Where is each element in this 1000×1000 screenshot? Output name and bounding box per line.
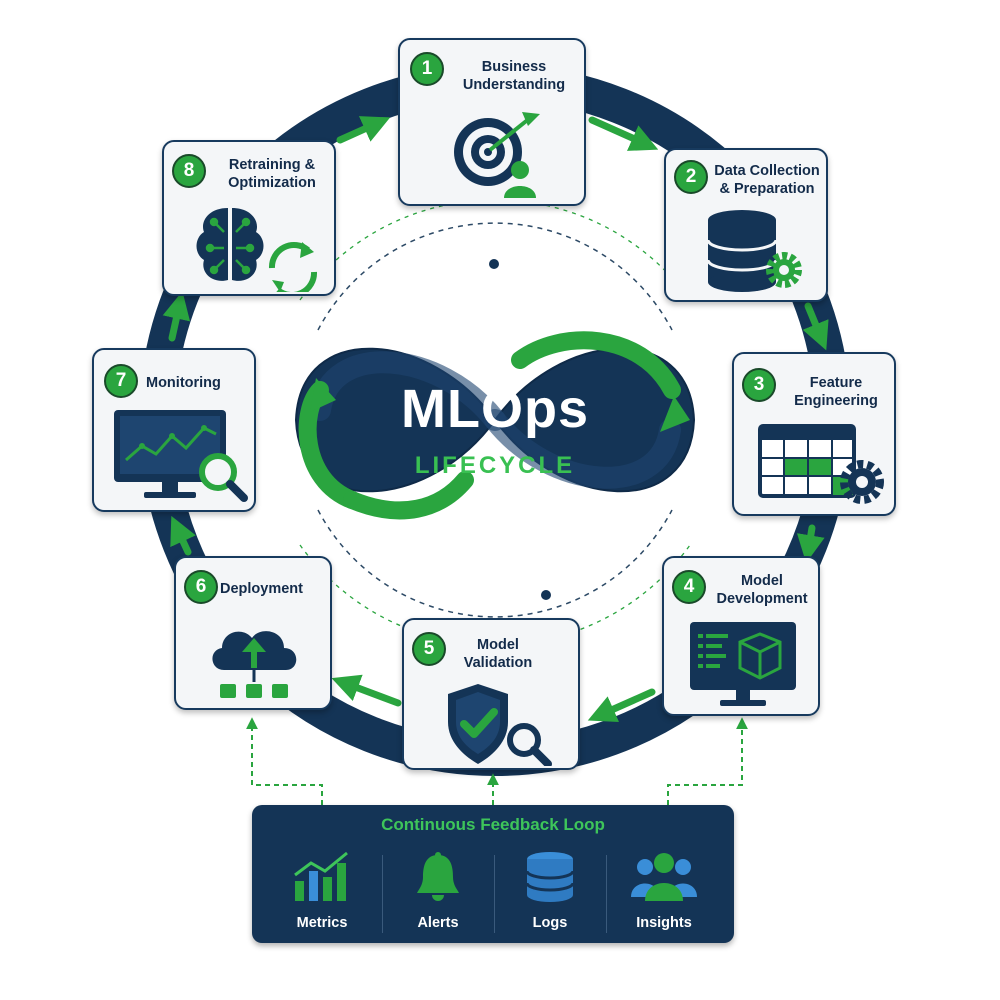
- monitor-cube-icon: [690, 622, 796, 706]
- ring-arrows: [162, 116, 829, 722]
- feedback-connectors: [246, 717, 748, 805]
- step-number-badge: 3: [742, 368, 776, 402]
- center-title: MLOps: [401, 379, 589, 439]
- step-number-badge: 4: [672, 570, 706, 604]
- database-icon: [525, 852, 575, 902]
- feedback-label: Alerts: [417, 915, 459, 931]
- feedback-item-alerts[interactable]: Alerts: [378, 845, 498, 937]
- feedback-label: Metrics: [296, 915, 348, 931]
- infinity-loop: [294, 331, 696, 520]
- feedback-title: Continuous Feedback Loop: [381, 815, 605, 834]
- step-title: Feature Engineering: [794, 375, 878, 409]
- step-number-badge: 2: [674, 160, 708, 194]
- step-title: Monitoring: [146, 375, 221, 391]
- step-card-retraining-optimization[interactable]: 8 Retraining & Optimization: [162, 140, 336, 296]
- feedback-item-insights[interactable]: Insights: [604, 845, 724, 937]
- feedback-item-logs[interactable]: Logs: [490, 845, 610, 937]
- step-title: Model Development: [716, 573, 808, 607]
- step-number-badge: 7: [104, 364, 138, 398]
- step-card-monitoring[interactable]: 7 Monitoring: [92, 348, 256, 512]
- step-title: Retraining & Optimization: [228, 157, 316, 191]
- step-title: Deployment: [220, 581, 303, 597]
- database-gear-icon: [706, 210, 802, 292]
- step-title: Data Collection & Preparation: [714, 163, 820, 197]
- inner-dashed-arc-top: [317, 222, 673, 331]
- shield-check-icon: [448, 684, 552, 766]
- users-icon: [631, 853, 697, 901]
- inner-dot-top: [489, 259, 499, 269]
- center-subtitle: LIFECYCLE: [414, 452, 576, 479]
- step-number-badge: 5: [412, 632, 446, 666]
- bar-chart-icon: [294, 851, 348, 901]
- cloud-upload-icon: [212, 631, 297, 698]
- feedback-divider: [494, 855, 495, 933]
- step-card-model-development[interactable]: 4 Model Development: [662, 556, 820, 716]
- step-card-data-collection[interactable]: 2 Data Collection & Preparation: [664, 148, 828, 302]
- bell-icon: [417, 852, 459, 901]
- step-card-deployment[interactable]: 6 Deployment: [174, 556, 332, 710]
- feedback-item-metrics[interactable]: Metrics: [262, 845, 382, 937]
- step-card-feature-engineering[interactable]: 3 Feature Engineering: [732, 352, 896, 516]
- feedback-divider: [606, 855, 607, 933]
- step-number-badge: 8: [172, 154, 206, 188]
- feedback-label: Logs: [532, 915, 568, 931]
- inner-dashed-arc-bottom: [317, 509, 673, 618]
- step-card-business-understanding[interactable]: 1 Business Understanding: [398, 38, 586, 206]
- step-title: Model Validation: [463, 637, 533, 671]
- feedback-divider: [382, 855, 383, 933]
- inner-dot-bottom: [541, 590, 551, 600]
- target-user-icon: [454, 112, 540, 198]
- table-gear-icon: [758, 424, 884, 504]
- step-card-model-validation[interactable]: 5 Model Validation: [402, 618, 580, 770]
- brain-refresh-icon: [196, 208, 318, 292]
- outer-dashed-arc-top: [299, 199, 691, 301]
- step-number-badge: 6: [184, 570, 218, 604]
- step-title: Business Understanding: [462, 59, 566, 93]
- step-number-badge: 1: [410, 52, 444, 86]
- feedback-panel: Continuous Feedback Loop Metrics Alerts: [252, 805, 734, 943]
- monitor-chart-icon: [114, 410, 248, 502]
- feedback-label: Insights: [636, 915, 692, 931]
